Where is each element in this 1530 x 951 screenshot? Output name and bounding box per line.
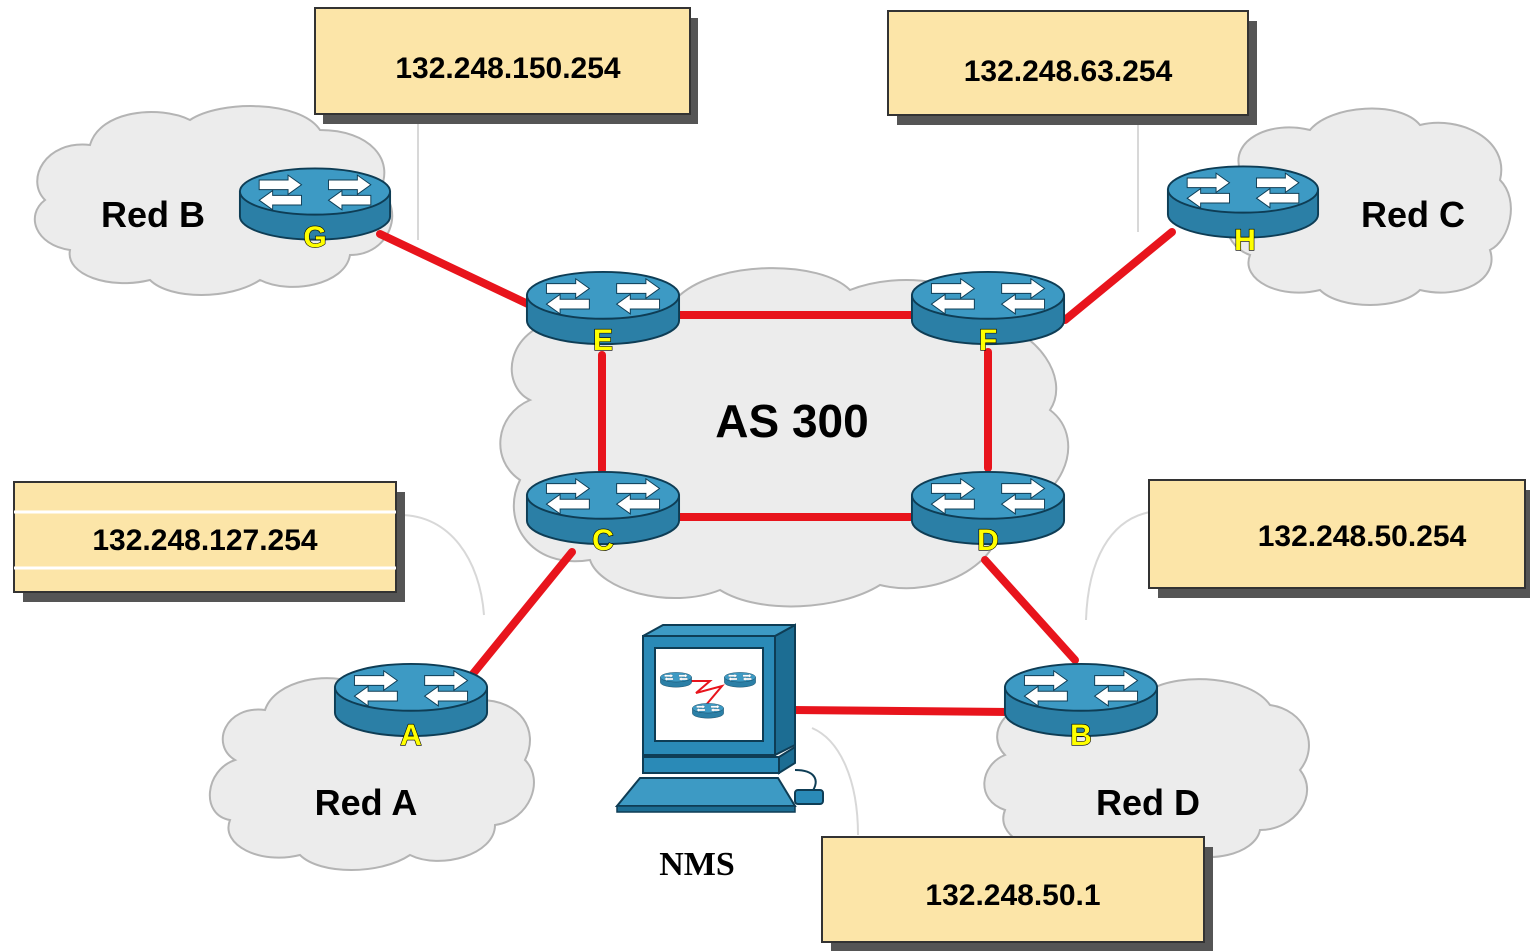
router-c: C xyxy=(525,470,681,558)
nms-label: NMS xyxy=(659,846,735,883)
address-nms: 132.248.50.1 xyxy=(925,879,1100,912)
callout-nms: 132.248.50.1 xyxy=(821,836,1209,947)
network-label-red-b: Red B xyxy=(101,194,205,235)
screen-network-icon xyxy=(660,672,756,719)
router-c-label: C xyxy=(592,524,614,557)
mouse xyxy=(794,789,824,805)
link-c-a xyxy=(468,548,576,679)
callout-red-a: 132.248.127.254 xyxy=(13,481,401,597)
network-label-red-d: Red D xyxy=(1096,782,1200,823)
cloud-red-b xyxy=(33,105,394,296)
computer-base xyxy=(642,756,780,774)
router-f: F xyxy=(910,270,1066,358)
network-label-red-a: Red A xyxy=(315,782,418,823)
as-label: AS 300 xyxy=(715,395,868,447)
callout-red-c: 132.248.63.254 xyxy=(887,10,1253,120)
address-red-d: 132.248.50.254 xyxy=(1258,520,1467,553)
address-red-c: 132.248.63.254 xyxy=(964,55,1173,88)
router-h: H xyxy=(1166,165,1320,258)
keyboard xyxy=(614,777,797,807)
monitor-top xyxy=(642,624,796,637)
monitor-screen xyxy=(654,647,764,742)
callout-red-b: 132.248.150.254 xyxy=(314,7,694,119)
computer-base-side xyxy=(778,745,796,775)
router-d-label: D xyxy=(977,524,999,557)
router-h-label: H xyxy=(1234,224,1256,257)
router-b: B xyxy=(1003,662,1159,753)
router-g: G xyxy=(238,167,392,255)
address-red-b: 132.248.150.254 xyxy=(395,52,621,85)
router-a: A xyxy=(333,662,489,753)
router-a-label: A xyxy=(400,719,422,752)
callout-red-d: 132.248.50.254 xyxy=(1148,479,1530,593)
link-h-f xyxy=(1061,228,1176,324)
link-d-b xyxy=(981,556,1079,664)
address-red-a: 132.248.127.254 xyxy=(92,524,318,557)
link-nms-b xyxy=(788,706,1014,716)
router-f-label: F xyxy=(979,324,997,357)
links xyxy=(376,228,1176,716)
link-g-e xyxy=(376,230,534,309)
callout-connectors xyxy=(399,118,1151,836)
router-e-label: E xyxy=(593,324,613,357)
router-b-label: B xyxy=(1070,719,1092,752)
nms-workstation xyxy=(614,623,824,813)
monitor-side xyxy=(774,623,796,757)
cloud-red-c xyxy=(1223,107,1512,306)
network-label-red-c: Red C xyxy=(1361,194,1465,235)
router-e: E xyxy=(525,270,681,358)
router-g-label: G xyxy=(303,221,326,254)
router-d: D xyxy=(910,470,1066,558)
